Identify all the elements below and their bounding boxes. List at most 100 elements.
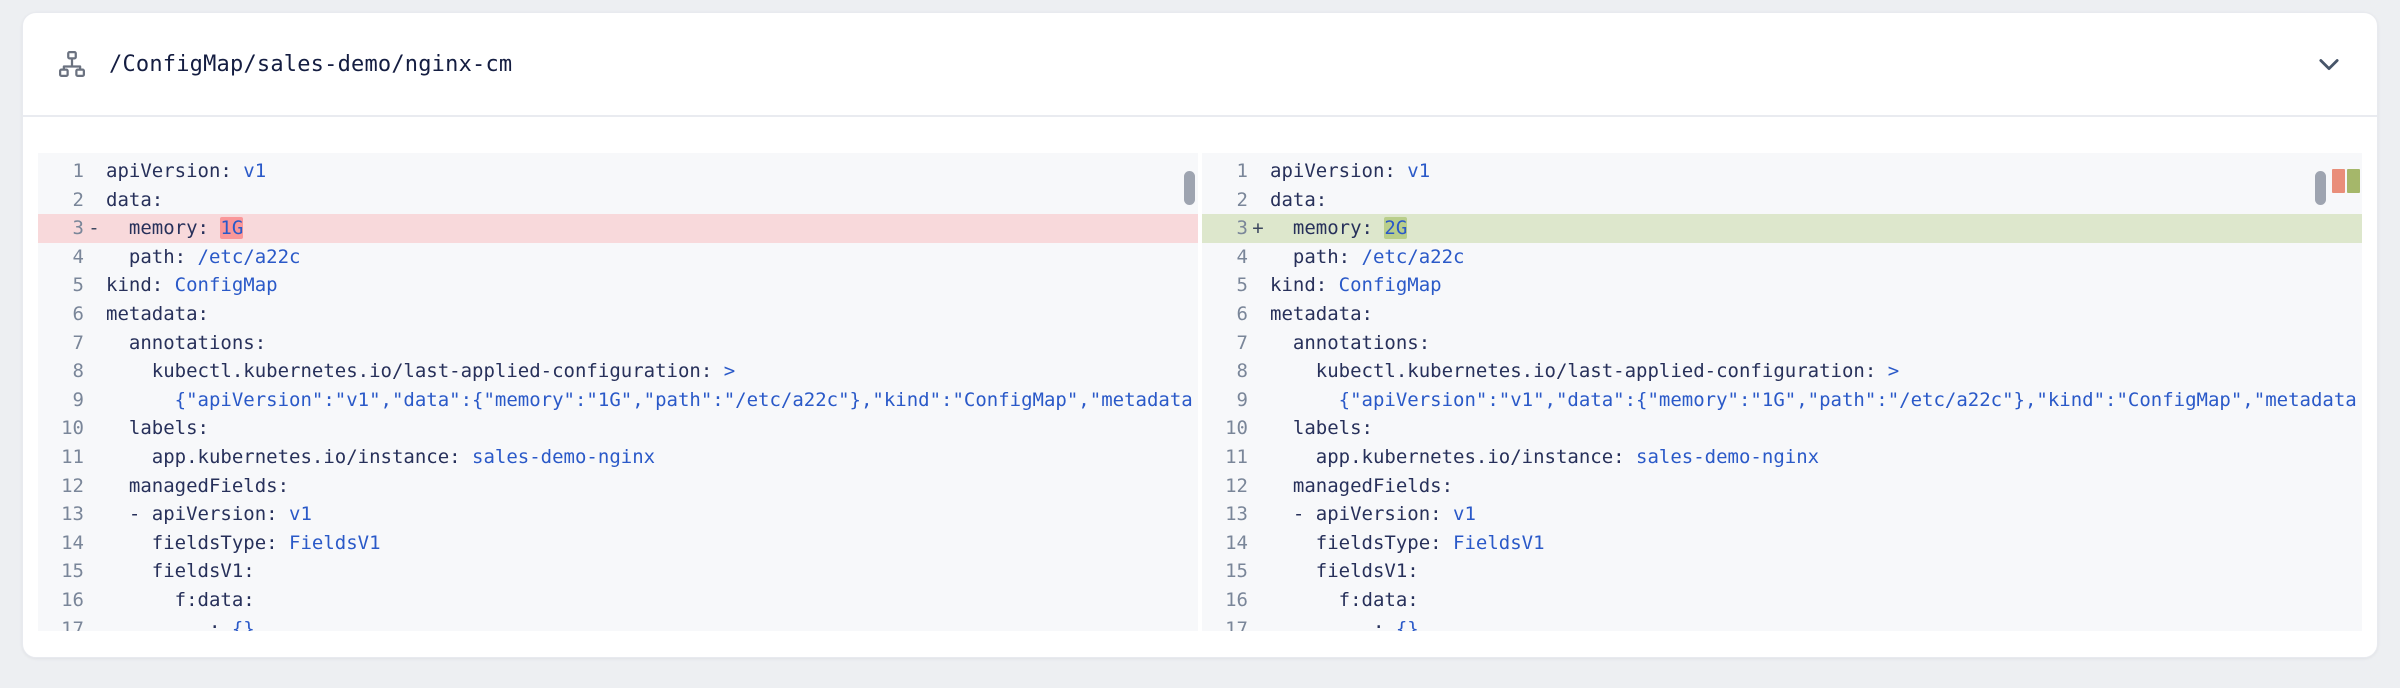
line-number: 11 (38, 443, 104, 472)
overview-ruler[interactable] (2330, 153, 2362, 631)
diff-line[interactable]: 2data: (38, 186, 1198, 215)
diff-line[interactable]: 16 f:data: (1202, 586, 2362, 615)
code-text: labels: (104, 414, 209, 443)
line-number: 3+ (1202, 214, 1268, 243)
code-text: managedFields: (104, 472, 289, 501)
diff-pane-original: 1apiVersion: v12data:3- memory: 1G4 path… (38, 153, 1198, 631)
line-number: 17 (1202, 615, 1268, 632)
diff-line[interactable]: 9 {"apiVersion":"v1","data":{"memory":"1… (38, 386, 1198, 415)
code-text: app.kubernetes.io/instance: sales-demo-n… (104, 443, 655, 472)
line-number: 16 (1202, 586, 1268, 615)
diff-line[interactable]: 17 .: {} (1202, 615, 2362, 632)
original-code[interactable]: 1apiVersion: v12data:3- memory: 1G4 path… (38, 157, 1198, 631)
code-text: path: /etc/a22c (1268, 243, 1464, 272)
diff-line[interactable]: 12 managedFields: (38, 472, 1198, 501)
line-number: 3- (38, 214, 104, 243)
diff-line[interactable]: 14 fieldsType: FieldsV1 (38, 529, 1198, 558)
diff-line[interactable]: 15 fieldsV1: (38, 557, 1198, 586)
code-text: .: {} (104, 615, 255, 632)
diff-line[interactable]: 17 .: {} (38, 615, 1198, 632)
line-number: 8 (38, 357, 104, 386)
diff-line[interactable]: 7 annotations: (1202, 329, 2362, 358)
diff-line[interactable]: 1apiVersion: v1 (38, 157, 1198, 186)
diff-line[interactable]: 16 f:data: (38, 586, 1198, 615)
code-text: data: (1268, 186, 1327, 215)
code-text: fieldsV1: (104, 557, 255, 586)
diff-line[interactable]: 13 - apiVersion: v1 (1202, 500, 2362, 529)
code-text: app.kubernetes.io/instance: sales-demo-n… (1268, 443, 1819, 472)
line-number: 14 (1202, 529, 1268, 558)
code-text: managedFields: (1268, 472, 1453, 501)
line-number: 12 (1202, 472, 1268, 501)
panel-header: /ConfigMap/sales-demo/nginx-cm (23, 13, 2377, 117)
diff-line[interactable]: 8 kubectl.kubernetes.io/last-applied-con… (38, 357, 1198, 386)
code-text: kind: ConfigMap (1268, 271, 1442, 300)
line-number: 6 (1202, 300, 1268, 329)
line-number: 4 (1202, 243, 1268, 272)
code-text: memory: 2G (1268, 214, 1407, 243)
diff-line[interactable]: 12 managedFields: (1202, 472, 2362, 501)
code-text: {"apiVersion":"v1","data":{"memory":"1G"… (1268, 386, 2357, 415)
diff-line[interactable]: 10 labels: (38, 414, 1198, 443)
line-number: 9 (38, 386, 104, 415)
diff-line[interactable]: 10 labels: (1202, 414, 2362, 443)
code-text: f:data: (104, 586, 255, 615)
diff-line[interactable]: 6metadata: (1202, 300, 2362, 329)
line-number: 2 (38, 186, 104, 215)
diff-line[interactable]: 11 app.kubernetes.io/instance: sales-dem… (1202, 443, 2362, 472)
line-number: 15 (1202, 557, 1268, 586)
diff-line[interactable]: 6metadata: (38, 300, 1198, 329)
line-number: 10 (1202, 414, 1268, 443)
line-number: 9 (1202, 386, 1268, 415)
code-text: kind: ConfigMap (104, 271, 278, 300)
code-text: apiVersion: v1 (1268, 157, 1430, 186)
diff-line[interactable]: 3+ memory: 2G (1202, 214, 2362, 243)
code-text: kubectl.kubernetes.io/last-applied-confi… (1268, 357, 1899, 386)
diff-line[interactable]: 11 app.kubernetes.io/instance: sales-dem… (38, 443, 1198, 472)
diff-editor: 1apiVersion: v12data:3- memory: 1G4 path… (38, 153, 2362, 631)
line-number: 13 (38, 500, 104, 529)
ruler-mark-added (2347, 169, 2360, 193)
code-text: fieldsType: FieldsV1 (104, 529, 381, 558)
ruler-mark-removed (2332, 169, 2345, 193)
diff-panel: /ConfigMap/sales-demo/nginx-cm 1apiVersi… (22, 12, 2378, 658)
diff-line[interactable]: 14 fieldsType: FieldsV1 (1202, 529, 2362, 558)
modified-scrollbar-thumb[interactable] (2315, 171, 2326, 205)
line-number: 1 (38, 157, 104, 186)
line-number: 8 (1202, 357, 1268, 386)
line-number: 10 (38, 414, 104, 443)
code-text: .: {} (1268, 615, 1419, 632)
code-text: kubectl.kubernetes.io/last-applied-confi… (104, 357, 735, 386)
original-scrollbar-thumb[interactable] (1184, 171, 1195, 205)
code-text: {"apiVersion":"v1","data":{"memory":"1G"… (104, 386, 1193, 415)
line-number: 5 (38, 271, 104, 300)
line-number: 7 (38, 329, 104, 358)
code-text: apiVersion: v1 (104, 157, 266, 186)
line-number: 6 (38, 300, 104, 329)
code-text: metadata: (104, 300, 209, 329)
diff-line[interactable]: 4 path: /etc/a22c (1202, 243, 2362, 272)
diff-line[interactable]: 15 fieldsV1: (1202, 557, 2362, 586)
diff-line[interactable]: 2data: (1202, 186, 2362, 215)
diff-line[interactable]: 4 path: /etc/a22c (38, 243, 1198, 272)
modified-code[interactable]: 1apiVersion: v12data:3+ memory: 2G4 path… (1202, 157, 2362, 631)
code-text: fieldsType: FieldsV1 (1268, 529, 1545, 558)
line-number: 14 (38, 529, 104, 558)
diff-line[interactable]: 7 annotations: (38, 329, 1198, 358)
line-number: 7 (1202, 329, 1268, 358)
line-number: 2 (1202, 186, 1268, 215)
diff-line[interactable]: 5kind: ConfigMap (38, 271, 1198, 300)
code-text: annotations: (104, 329, 266, 358)
diff-line[interactable]: 8 kubectl.kubernetes.io/last-applied-con… (1202, 357, 2362, 386)
diff-line[interactable]: 1apiVersion: v1 (1202, 157, 2362, 186)
diff-line[interactable]: 13 - apiVersion: v1 (38, 500, 1198, 529)
code-text: - apiVersion: v1 (104, 500, 312, 529)
code-text: - apiVersion: v1 (1268, 500, 1476, 529)
diff-line[interactable]: 3- memory: 1G (38, 214, 1198, 243)
line-number: 16 (38, 586, 104, 615)
code-text: labels: (1268, 414, 1373, 443)
diff-line[interactable]: 9 {"apiVersion":"v1","data":{"memory":"1… (1202, 386, 2362, 415)
chevron-down-icon[interactable] (2315, 50, 2343, 78)
diff-line[interactable]: 5kind: ConfigMap (1202, 271, 2362, 300)
code-text: fieldsV1: (1268, 557, 1419, 586)
